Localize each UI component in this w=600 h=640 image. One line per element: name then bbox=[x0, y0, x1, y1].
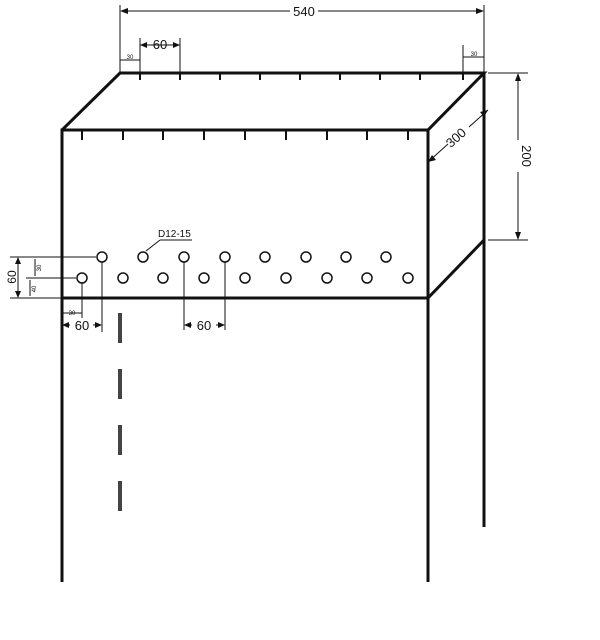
dim-top-right-offset bbox=[462, 45, 485, 73]
dim-height-label: 200 bbox=[519, 145, 534, 167]
top-slots-front bbox=[81, 130, 409, 140]
dim-bottom-offset-label: 30 bbox=[69, 311, 76, 317]
dim-bottom-pitch-label: 60 bbox=[197, 318, 211, 333]
dim-top-right-offset-label: 30 bbox=[471, 52, 478, 58]
legs bbox=[60, 240, 486, 582]
dim-height bbox=[488, 72, 528, 241]
dim-top-left-offset bbox=[119, 50, 141, 73]
dim-bottom-left-60-label: 60 bbox=[75, 318, 89, 333]
top-face bbox=[60, 71, 488, 132]
air-holes bbox=[76, 251, 414, 284]
box-outline bbox=[60, 71, 488, 300]
dim-side-40-label: 40 bbox=[32, 285, 38, 292]
dim-side-30-label: 30 bbox=[37, 264, 43, 271]
dim-top-left-offset-label: 30 bbox=[127, 55, 134, 61]
dim-overall-width-label: 540 bbox=[293, 4, 315, 19]
bottom-right-edge bbox=[426, 238, 486, 300]
dim-side-60-label: 60 bbox=[5, 270, 19, 284]
hole-label: D12-15 bbox=[158, 229, 191, 240]
dim-bottom-left bbox=[62, 262, 103, 332]
dim-depth bbox=[427, 109, 489, 163]
dim-bottom-pitch bbox=[183, 262, 226, 330]
hole-label-leader bbox=[145, 239, 161, 252]
dim-depth-label: 300 bbox=[443, 125, 469, 151]
dim-top-pitch-label: 60 bbox=[153, 37, 167, 52]
dim-side-vertical bbox=[10, 256, 96, 299]
